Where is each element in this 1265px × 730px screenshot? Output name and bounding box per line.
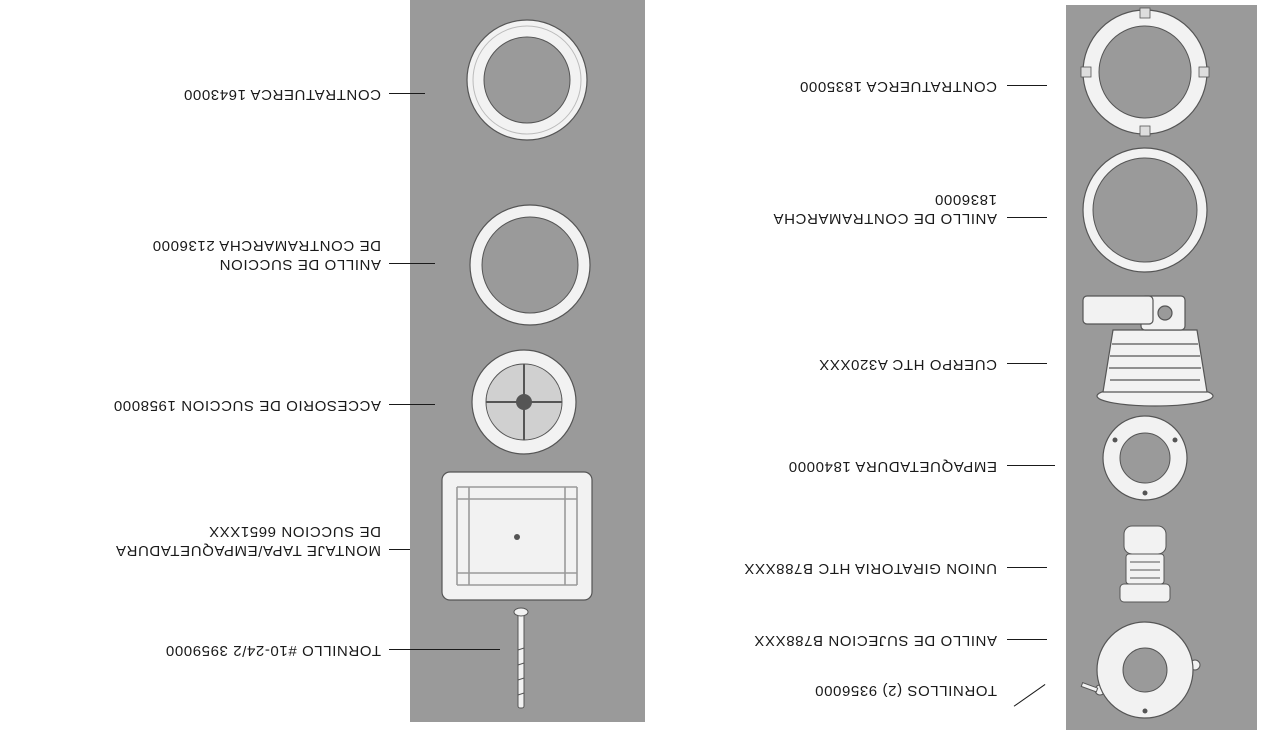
label-screws: TORNILLOS (2) 9356000 [815,681,997,700]
label-suction-cover: MONTAJE TAPA/EMPAQUETADURA DE SUCCION 66… [115,522,381,560]
label-swivel-union: UNION GIRATORIA HTC B788XXX [744,559,997,578]
suction-fitting-icon [468,346,580,458]
leader-line [389,93,425,94]
leader-line [1007,567,1047,568]
screw-icon [509,603,533,718]
leader-line [389,549,410,550]
leader-line [389,404,435,405]
gasket-icon [1095,408,1195,508]
locknut-icon [1070,5,1220,140]
locknut-icon [457,15,597,145]
suction-ring-icon [465,200,595,330]
leader-line [1013,684,1045,707]
label-body: CUERPO HTC A320XXX [819,355,997,374]
label-suction-ring: ANILLO DE SUCCION DE CONTRAMARCHA 213600… [152,236,381,274]
label-retaining-ring: ANILLO DE SUJECION B788XXX [754,631,997,650]
leader-line [1007,217,1047,218]
label-screw: TORNILLO #10-24/2 3959000 [165,641,381,660]
body-icon [1075,288,1215,408]
leader-line [1007,465,1055,466]
leader-line [389,263,435,264]
label-counter-ring: ANILLO DE CONTRAMARCHA 1836000 [773,190,997,228]
leader-line [1007,85,1047,86]
label-locknut: CONTRATUERCA 1835000 [799,77,997,96]
label-gasket: EMPAQUETADURA 1840000 [788,457,997,476]
label-suction-fitting: ACCESORIO DE SUCCION 1958000 [113,396,381,415]
leader-line [1007,363,1047,364]
retaining-ring-icon [1090,615,1200,725]
suction-cover-icon [437,467,597,605]
leader-line [389,649,500,650]
leader-line [1007,639,1047,640]
label-locknut-right: CONTRATUERCA 1643000 [183,85,381,104]
counter-ring-icon [1075,140,1215,280]
swivel-union-icon [1110,512,1180,612]
